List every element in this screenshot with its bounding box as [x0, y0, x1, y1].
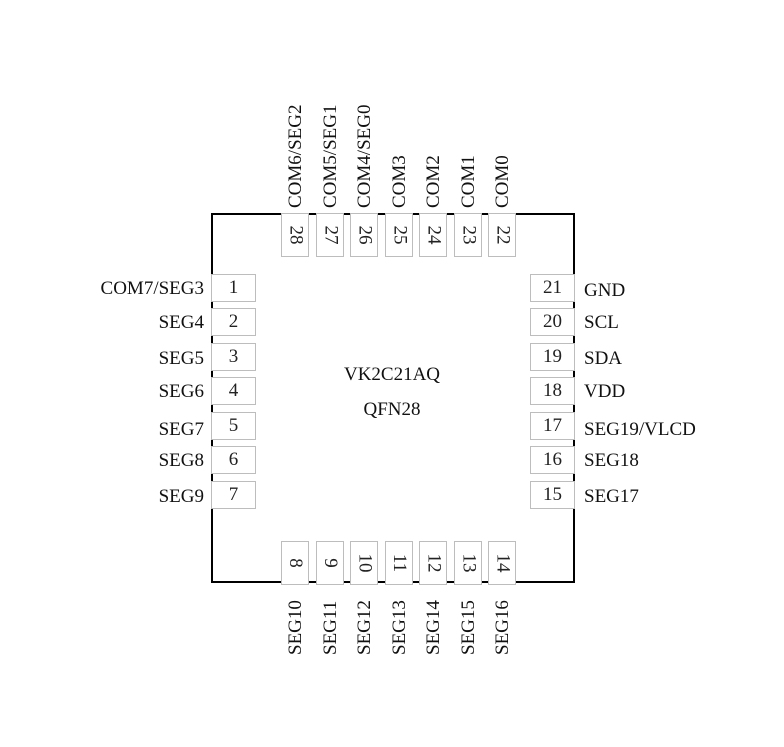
pin-25-number: 25	[385, 213, 413, 257]
pin-13-number: 13	[454, 541, 482, 585]
pin-6-number: 6	[211, 446, 256, 474]
pin-17-label: SEG19/VLCD	[584, 419, 696, 440]
chip-package: QFN28	[363, 399, 421, 420]
pin-20-number: 20	[530, 308, 575, 336]
pin-12-number: 12	[419, 541, 447, 585]
pin-27-label: COM5/SEG1	[320, 104, 341, 208]
pin-2-label: SEG4	[158, 312, 204, 333]
pin-26-number: 26	[350, 213, 378, 257]
pin-6-label: SEG8	[158, 450, 204, 471]
pin-2-number: 2	[211, 308, 256, 336]
pin-4-number: 4	[211, 377, 256, 405]
pin-15-label: SEG17	[584, 486, 639, 507]
pin-19-number: 19	[530, 343, 575, 371]
pin-25-label: COM3	[389, 155, 410, 208]
pin-28-label: COM6/SEG2	[285, 104, 306, 208]
pin-14-label: SEG16	[492, 600, 513, 655]
pin-18-label: VDD	[584, 381, 626, 402]
pin-7-label: SEG9	[158, 486, 204, 507]
pin-21-label: GND	[584, 280, 626, 301]
pin-27-number: 27	[316, 213, 344, 257]
pin-10-number: 10	[350, 541, 378, 585]
pin-7-number: 7	[211, 481, 256, 509]
pin-5-label: SEG7	[158, 419, 204, 440]
chip-part-number: VK2C21AQ	[343, 364, 441, 385]
pin-15-number: 15	[530, 481, 575, 509]
pin-24-label: COM2	[423, 155, 444, 208]
pin-3-label: SEG5	[158, 348, 204, 369]
pin-22-number: 22	[488, 213, 516, 257]
pin-16-label: SEG18	[584, 450, 639, 471]
pin-4-label: SEG6	[158, 381, 204, 402]
chip-body	[211, 213, 575, 583]
pin-9-number: 9	[316, 541, 344, 585]
pin-11-number: 11	[385, 541, 413, 585]
pin-12-label: SEG14	[423, 600, 444, 655]
pin-24-number: 24	[419, 213, 447, 257]
pin-23-label: COM1	[458, 155, 479, 208]
pin-3-number: 3	[211, 343, 256, 371]
pin-11-label: SEG13	[389, 600, 410, 655]
pin-17-number: 17	[530, 412, 575, 440]
pin-9-label: SEG11	[320, 600, 341, 655]
pin-14-number: 14	[488, 541, 516, 585]
pin-10-label: SEG12	[354, 600, 375, 655]
pin-1-label: COM7/SEG3	[100, 278, 204, 299]
pin-26-label: COM4/SEG0	[354, 104, 375, 208]
pin-22-label: COM0	[492, 155, 513, 208]
pin-1-number: 1	[211, 274, 256, 302]
pin-23-number: 23	[454, 213, 482, 257]
pin-5-number: 5	[211, 412, 256, 440]
pin-8-label: SEG10	[285, 600, 306, 655]
pin-28-number: 28	[281, 213, 309, 257]
pin-13-label: SEG15	[458, 600, 479, 655]
pin-20-label: SCL	[584, 312, 619, 333]
pin-8-number: 8	[281, 541, 309, 585]
pin-18-number: 18	[530, 377, 575, 405]
pin-19-label: SDA	[584, 348, 623, 369]
pin-16-number: 16	[530, 446, 575, 474]
pin-21-number: 21	[530, 274, 575, 302]
